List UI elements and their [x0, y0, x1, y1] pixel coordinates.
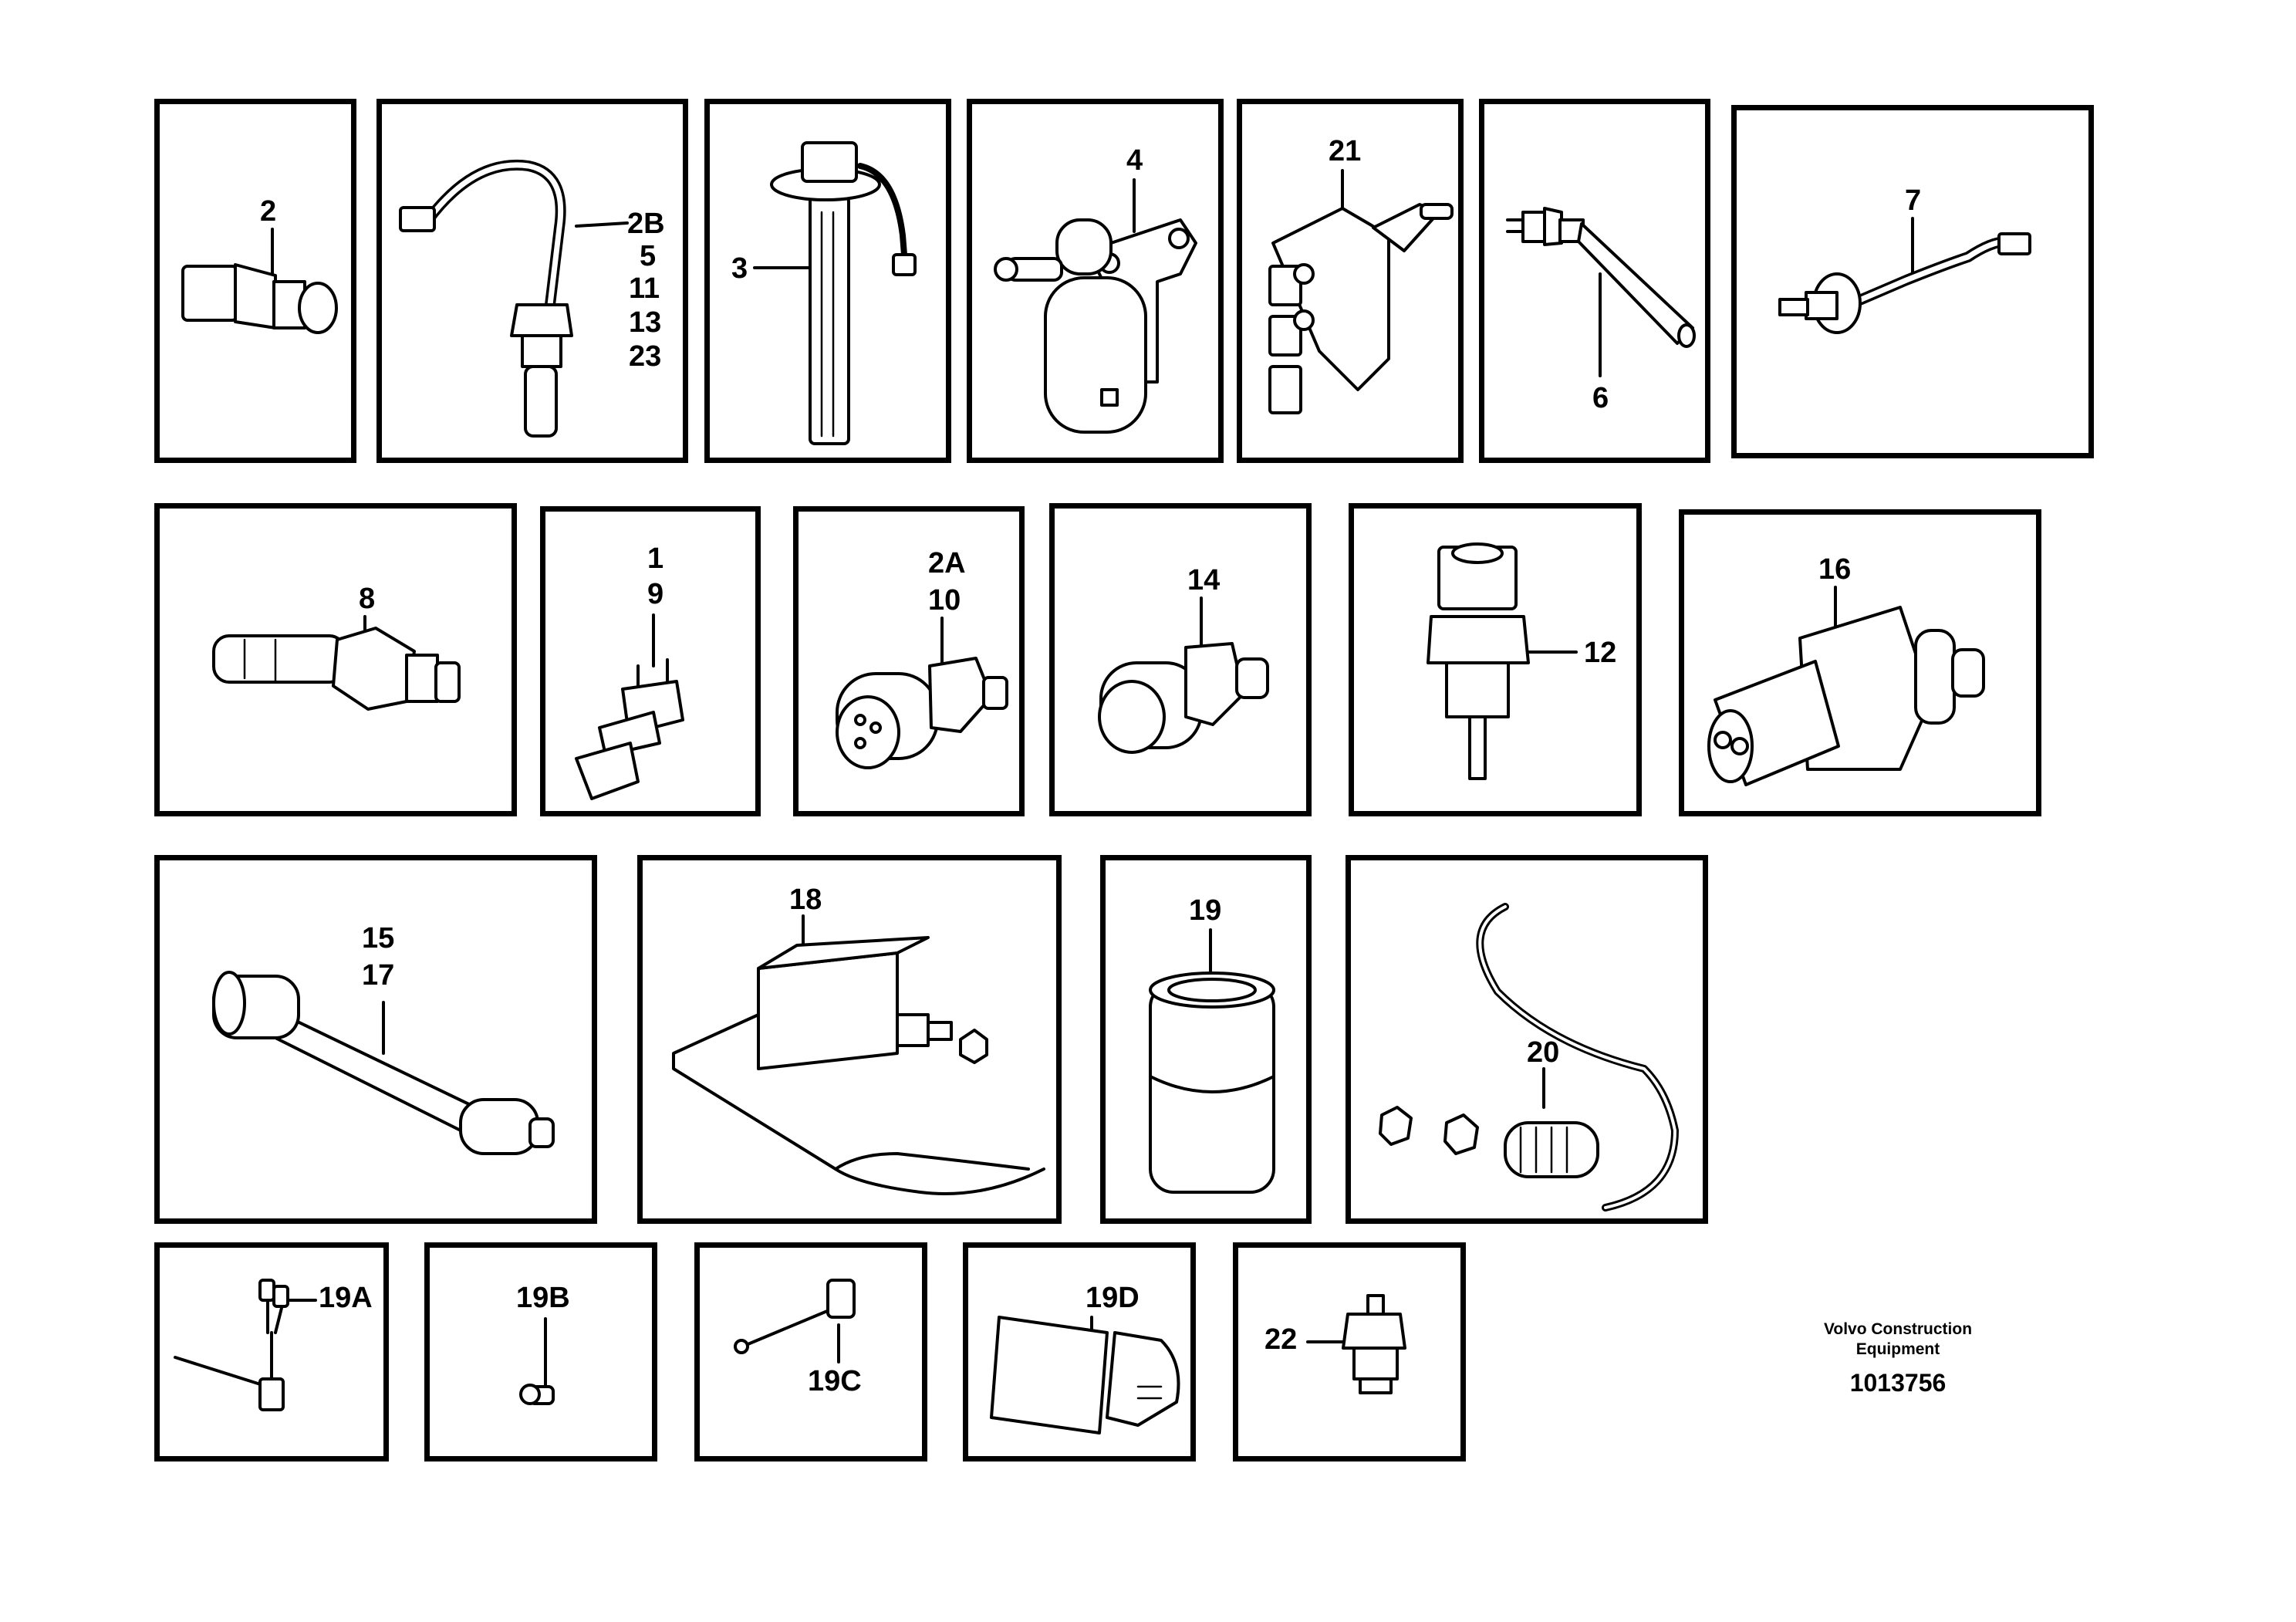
- part-label: 2B: [627, 208, 665, 240]
- part-label: 17: [362, 959, 395, 992]
- panel-part-19a: 19A: [154, 1242, 389, 1461]
- panel-part-19: 19: [1100, 855, 1312, 1224]
- sensor-housing-illustration: [990, 1316, 1180, 1434]
- panel-part-16: 16: [1679, 509, 2041, 816]
- part-label: 19B: [516, 1282, 570, 1314]
- connector-pin-illustration: [519, 1317, 555, 1405]
- panel-part-8: 8: [154, 503, 517, 816]
- part-label: 19A: [319, 1282, 373, 1314]
- temperature-switch-illustration: [575, 613, 684, 800]
- part-label: 15: [362, 922, 395, 955]
- micro-switch-illustration: [1268, 169, 1454, 414]
- panel-part-19c: 19C: [694, 1242, 927, 1461]
- pressure-sensor-illustration: [181, 228, 338, 334]
- part-label: 2: [260, 195, 277, 228]
- panel-part-15: 15 17: [154, 855, 597, 1224]
- panel-part-2: 2: [154, 99, 356, 463]
- panel-part-21: 21: [1237, 99, 1464, 463]
- part-label: 3: [731, 252, 748, 285]
- panel-part-19d: 19D: [963, 1242, 1196, 1461]
- part-label: 23: [629, 340, 662, 373]
- sensor-probe-illustration: [734, 1279, 856, 1363]
- part-label: 19C: [808, 1365, 862, 1397]
- pressure-switch-illustration: [1778, 217, 2031, 334]
- part-label: 4: [1126, 144, 1143, 177]
- sender-illustration: [212, 615, 461, 711]
- pressure-switch-small-illustration: [1306, 1294, 1406, 1394]
- sensor-with-cable-illustration: [1379, 903, 1679, 1211]
- panel-part-1: 1 9: [540, 506, 761, 816]
- part-label: 6: [1592, 382, 1609, 414]
- oil-pressure-sender-illustration: [1098, 596, 1269, 754]
- part-label: 19: [1189, 894, 1222, 927]
- footer-block: Volvo Construction Equipment 1013756: [1798, 1320, 1998, 1400]
- part-label: 14: [1187, 564, 1221, 596]
- part-label: 18: [789, 884, 822, 916]
- part-label: 19D: [1086, 1282, 1140, 1314]
- panel-part-7: 7: [1731, 105, 2094, 458]
- panel-part-4: 4: [967, 99, 1224, 463]
- panel-part-20: 20: [1346, 855, 1708, 1224]
- part-label: 12: [1584, 637, 1617, 669]
- temperature-sender-illustration: [399, 159, 629, 438]
- part-label: 1: [647, 542, 664, 575]
- part-label: 21: [1329, 135, 1362, 167]
- panel-part-6: 6: [1479, 99, 1710, 463]
- company-name-line2: Equipment: [1855, 1340, 1940, 1358]
- part-label: 7: [1905, 184, 1922, 217]
- panel-part-22: 22: [1233, 1242, 1466, 1461]
- panel-part-3: 3: [704, 99, 951, 463]
- part-label: 2A: [928, 547, 966, 580]
- drawing-number: 1013756: [1849, 1369, 1947, 1397]
- wire-harness-illustration: [174, 1279, 317, 1411]
- part-label: 11: [629, 272, 660, 305]
- part-label: 20: [1527, 1036, 1560, 1069]
- temperature-probe-illustration: [1506, 207, 1696, 377]
- part-label: 5: [640, 240, 657, 272]
- switch-sensor-illustration: [1427, 542, 1578, 780]
- part-label: 13: [629, 306, 662, 339]
- part-label: 10: [928, 584, 961, 617]
- panel-part-12: 12: [1349, 503, 1642, 816]
- panel-part-18: 18: [637, 855, 1062, 1224]
- thermostat-illustration: [672, 914, 1045, 1195]
- company-name-line1: Volvo Construction: [1823, 1320, 1973, 1338]
- panel-part-14: 14: [1049, 503, 1312, 816]
- panel-part-19b: 19B: [424, 1242, 657, 1461]
- part-label: 22: [1264, 1323, 1298, 1356]
- part-label: 9: [647, 578, 664, 610]
- bushing-illustration: [1149, 928, 1275, 1194]
- panel-part-2a: 2A 10: [793, 506, 1025, 816]
- panel-part-2b: 2B 5 11 13 23: [376, 99, 688, 463]
- speed-sensor-illustration: [212, 971, 555, 1155]
- part-label: 16: [1818, 553, 1852, 586]
- pressure-transmitter-illustration: [1707, 586, 1985, 786]
- solenoid-valve-illustration: [994, 178, 1197, 434]
- part-label: 8: [359, 583, 376, 615]
- level-sensor-illustration: [753, 141, 917, 445]
- pressure-sender-illustration: [836, 617, 1008, 769]
